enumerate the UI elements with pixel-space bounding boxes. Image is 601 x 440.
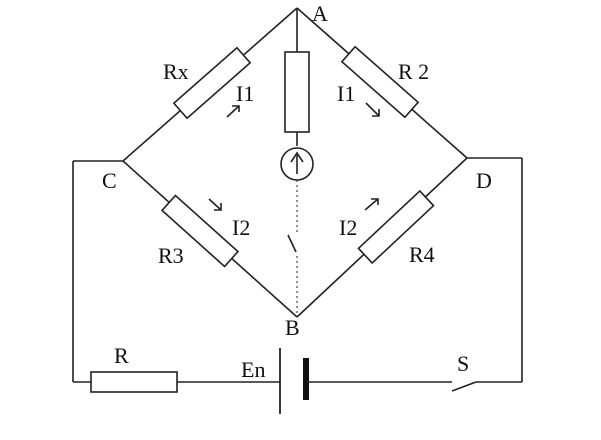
resistor-label-r4: R4 [409,242,435,267]
resistor-r2 [340,45,420,119]
resistor-label-r: R [114,343,129,368]
arrow-i1-left-icon [226,105,240,118]
current-label-i2-right: I2 [339,215,357,240]
resistor-r3 [160,194,240,268]
galvanometer-element [284,51,310,133]
current-label-i1-right: I1 [337,81,355,106]
emf-label: En [241,357,265,382]
node-label-d: D [476,168,492,193]
resistor-label-rx: Rx [163,59,189,84]
resistor-r4 [357,189,435,265]
branch-switch-icon [287,234,297,253]
middle-branch [280,8,314,317]
labels: A B C D Rx R 2 R3 R4 R I1 I1 I2 I2 En S [102,1,492,382]
resistor-label-r2: R 2 [398,59,429,84]
current-label-i1-left: I1 [236,81,254,106]
switch-s-icon [451,381,477,392]
arrow-up-icon [290,151,304,163]
arrow-i1-right-icon [365,102,380,117]
node-label-c: C [102,168,117,193]
node-label-b: B [285,315,300,340]
node-label-a: A [312,1,328,26]
resistor-label-r3: R3 [158,243,184,268]
arrow-i2-right-icon [364,198,379,211]
current-arrows [208,102,380,211]
resistor-rx [172,46,252,120]
outer-circuit [72,157,523,414]
current-label-i2-left: I2 [232,215,250,240]
arrow-i2-left-icon [208,198,222,211]
resistor-r [90,371,178,393]
switch-label-s: S [457,351,469,376]
